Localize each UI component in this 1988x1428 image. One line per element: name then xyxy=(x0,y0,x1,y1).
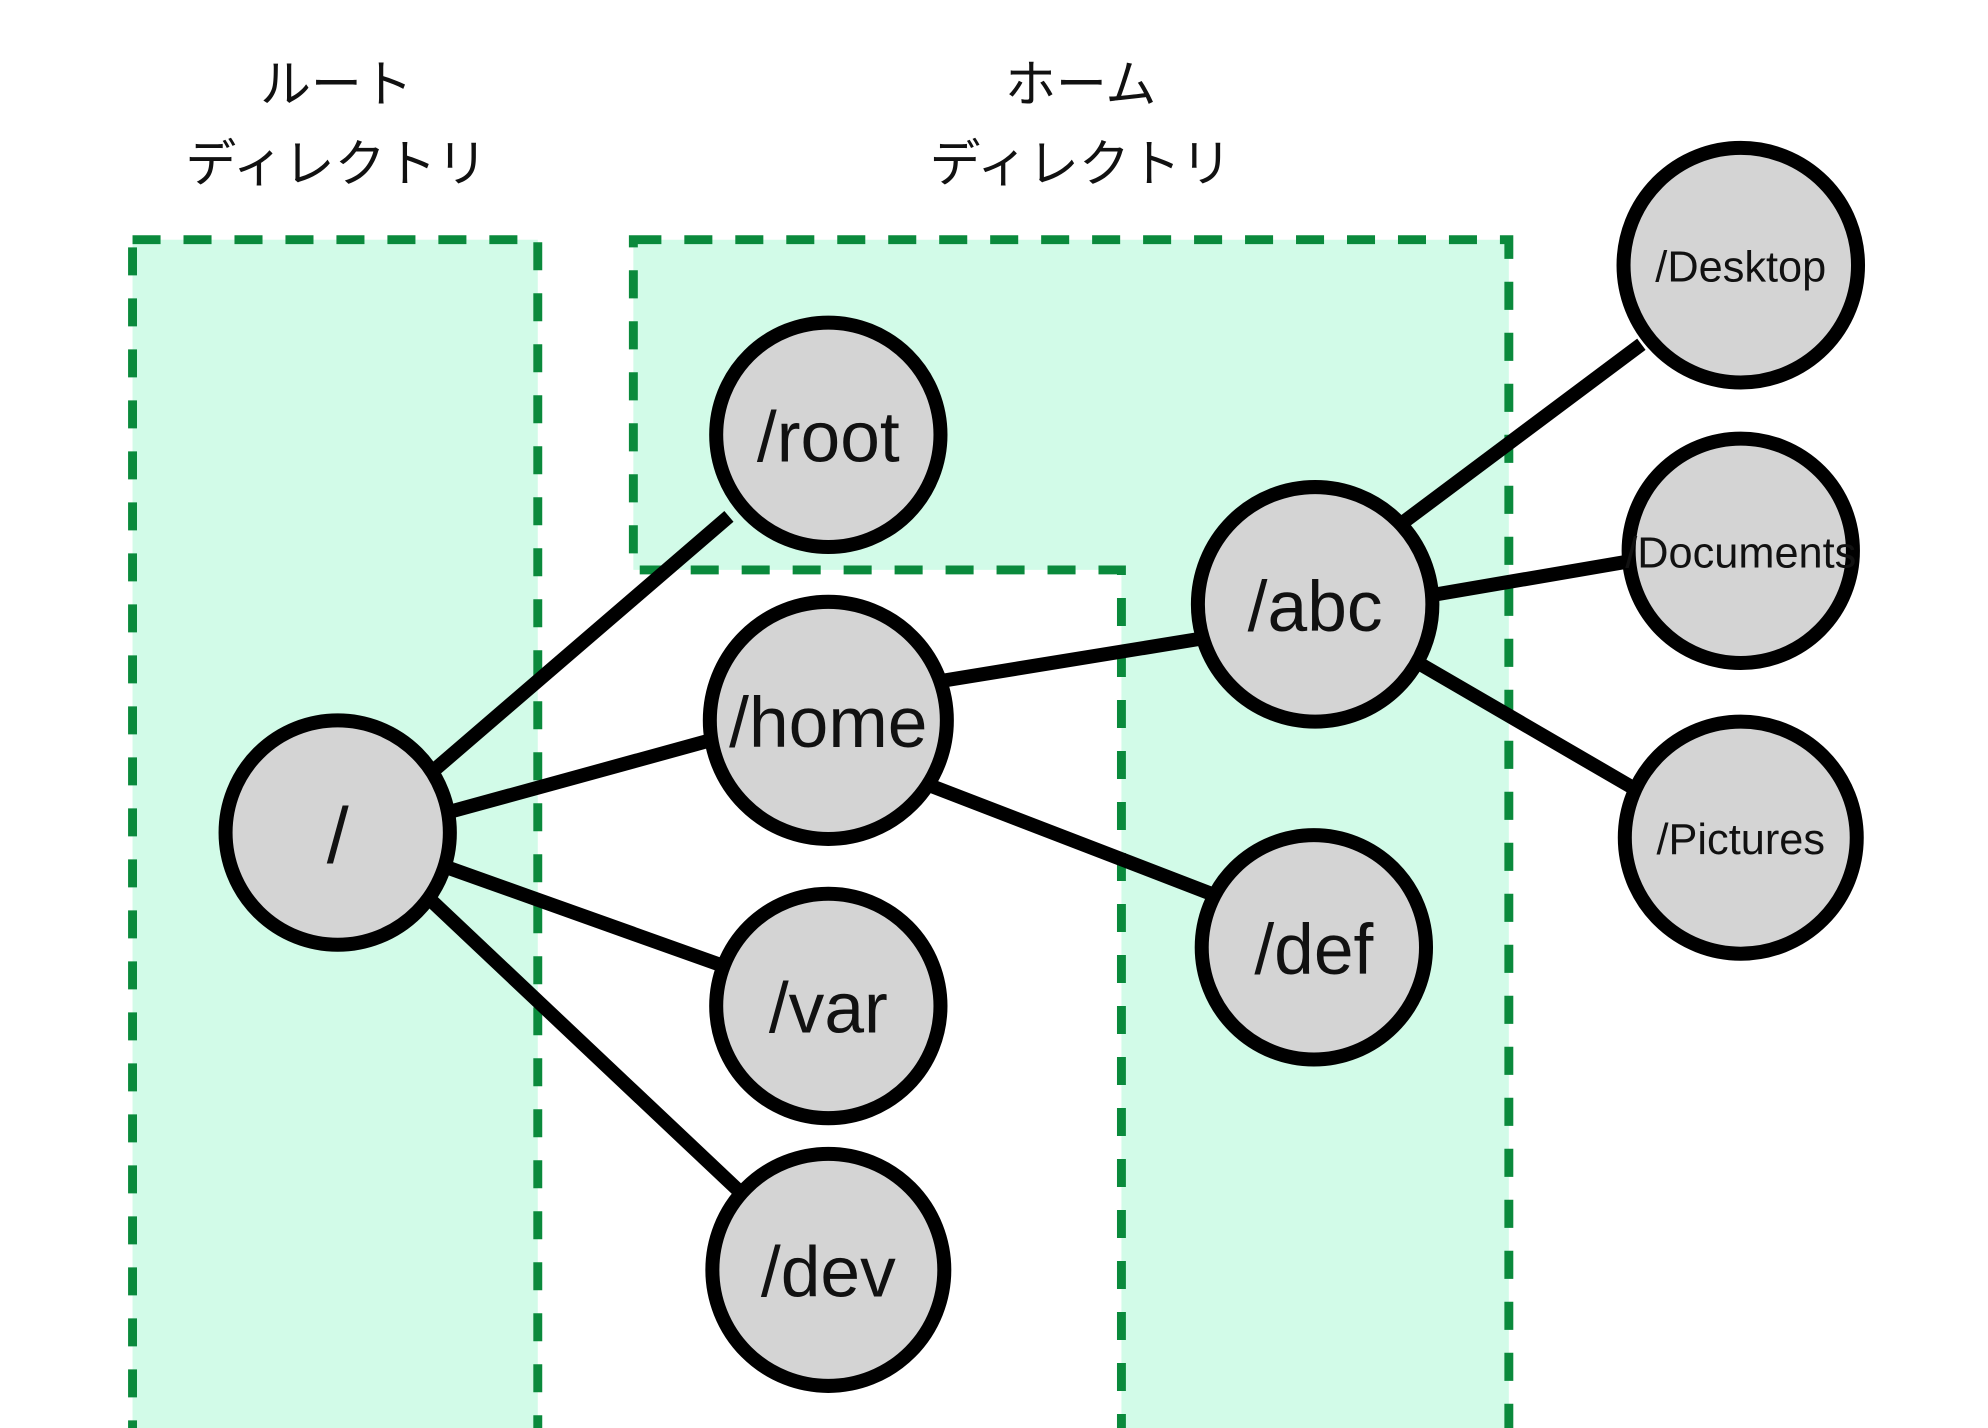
node-dev[interactable]: /dev xyxy=(705,1146,952,1393)
node-home-label: /home xyxy=(729,683,927,763)
node-root-dir-label: /root xyxy=(757,397,900,477)
node-var-label: /var xyxy=(769,969,888,1049)
edge-abc-to-documents xyxy=(1436,554,1633,602)
root-directory-zone-label-line-1: ディレクトリ xyxy=(185,136,487,193)
edge-home-to-abc xyxy=(932,630,1210,690)
node-root-label: / xyxy=(327,791,349,880)
node-home-circle[interactable] xyxy=(702,594,954,846)
nodes-layer: / /root/home/var/dev/abc/def/Desktop/Docu… xyxy=(218,140,1866,1393)
node-root-circle[interactable] xyxy=(218,713,457,952)
home-directory-zone-label-line-1: ディレクトリ xyxy=(930,136,1232,193)
node-home[interactable]: /home xyxy=(702,594,954,846)
edge-root-to-root xyxy=(423,511,734,781)
node-desktop[interactable]: /Desktop xyxy=(1616,140,1866,390)
node-abc-circle[interactable] xyxy=(1190,480,1440,729)
edge-root-to-dev xyxy=(425,895,750,1202)
node-var-circle[interactable] xyxy=(709,886,948,1126)
node-def-circle[interactable] xyxy=(1194,828,1434,1067)
node-documents[interactable]: /Documents xyxy=(1621,431,1860,671)
home-directory-zone-label-line-0: ホーム xyxy=(1005,57,1156,114)
edge-abc-to-pictures xyxy=(1414,656,1642,797)
node-abc[interactable]: /abc xyxy=(1190,480,1440,729)
node-root-dir[interactable]: /root xyxy=(709,315,948,554)
node-pictures-circle[interactable] xyxy=(1617,714,1864,961)
node-documents-label: /Documents xyxy=(1625,529,1856,577)
node-desktop-circle[interactable] xyxy=(1616,140,1866,390)
node-def[interactable]: /def xyxy=(1194,828,1434,1067)
edge-root-to-home xyxy=(446,734,711,819)
node-root-dir-circle[interactable] xyxy=(709,315,948,554)
node-pictures-label: /Pictures xyxy=(1657,816,1826,864)
root-directory-zone-label-line-0: ルート xyxy=(260,57,413,114)
node-var[interactable]: /var xyxy=(709,886,948,1126)
edge-home-to-def xyxy=(923,777,1217,902)
node-root[interactable]: / xyxy=(218,713,457,952)
edges-layer xyxy=(423,338,1646,1202)
node-desktop-label: /Desktop xyxy=(1655,244,1826,292)
home-directory-zone-label: ホームディレクトリ xyxy=(930,57,1232,193)
node-documents-circle[interactable] xyxy=(1621,431,1860,671)
node-pictures[interactable]: /Pictures xyxy=(1617,714,1864,961)
edge-root-to-var xyxy=(443,860,724,972)
node-def-label: /def xyxy=(1254,910,1373,990)
node-dev-circle[interactable] xyxy=(705,1146,952,1393)
node-dev-label: /dev xyxy=(761,1232,896,1312)
edge-abc-to-desktop xyxy=(1395,338,1646,531)
root-directory-zone-label: ルートディレクトリ xyxy=(185,57,487,193)
node-abc-label: /abc xyxy=(1248,567,1383,647)
